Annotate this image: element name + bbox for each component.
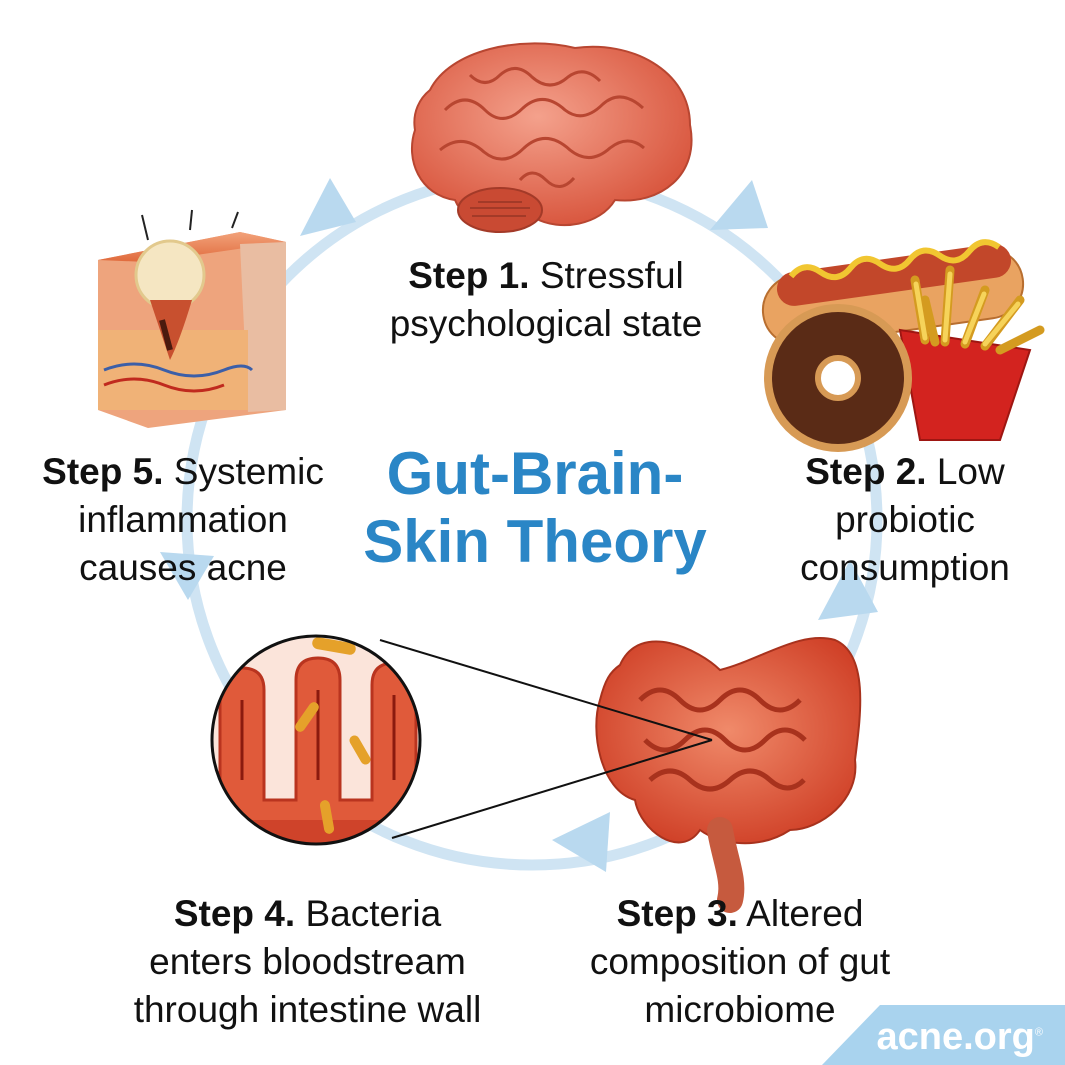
- title-line-2: Skin Theory: [363, 508, 707, 575]
- step-2-line-2: probiotic: [835, 499, 975, 540]
- step-4-number: Step 4.: [173, 893, 296, 934]
- step-3-number: Step 3.: [616, 893, 738, 934]
- villi-magnifier-icon: [210, 634, 422, 846]
- title-line-1: Gut-Brain-: [386, 440, 684, 507]
- intestine-icon: [595, 637, 862, 913]
- brain-icon: [410, 42, 693, 233]
- step-1-line-1: Stressful: [539, 255, 684, 296]
- step-2-number: Step 2.: [805, 451, 927, 492]
- step-4-line-3: through intestine wall: [133, 989, 482, 1030]
- step-3-line-1: Altered: [746, 893, 864, 934]
- step-2-line-1: Low: [936, 451, 1005, 492]
- step-4-line-1: Bacteria: [305, 893, 442, 934]
- step-5-line-1: Systemic: [173, 451, 324, 492]
- step-1-label: Step 1. Stressful psychological state: [346, 252, 746, 348]
- step-5-line-2: inflammation: [78, 499, 288, 540]
- step-3-label: Step 3. Altered composition of gut micro…: [545, 890, 935, 1034]
- step-1-number: Step 1.: [408, 255, 530, 296]
- zoom-line: [379, 639, 713, 741]
- logo-text: acne.org: [876, 1016, 1035, 1058]
- step-1-line-2: psychological state: [389, 303, 703, 344]
- step-5-line-3: causes acne: [79, 547, 287, 588]
- step-3-line-2: composition of gut: [589, 941, 891, 982]
- step-2-label: Step 2. Low probiotic consumption: [770, 448, 1040, 592]
- cycle-arrow: [300, 178, 356, 236]
- diagram-title: Gut-Brain- Skin Theory: [330, 440, 740, 576]
- cycle-arrow: [552, 812, 610, 872]
- cycle-arrow: [710, 180, 768, 230]
- step-4-label: Step 4. Bacteria enters bloodstream thro…: [80, 890, 535, 1034]
- step-4-line-2: enters bloodstream: [149, 941, 466, 982]
- step-3-line-3: microbiome: [644, 989, 836, 1030]
- skin-cross-section-icon: [98, 209, 286, 428]
- logo-badge-bg: [822, 1005, 1065, 1065]
- step-5-label: Step 5. Systemic inflammation causes acn…: [8, 448, 358, 592]
- cycle-arrow: [818, 560, 878, 620]
- registered-mark: ®: [1034, 1026, 1043, 1039]
- junk-food-icon: [761, 239, 1045, 452]
- zoom-line: [391, 739, 713, 839]
- step-5-number: Step 5.: [42, 451, 164, 492]
- cycle-arrow: [160, 552, 214, 600]
- acne-org-logo[interactable]: acne.org®: [877, 1016, 1044, 1059]
- step-2-line-3: consumption: [800, 547, 1010, 588]
